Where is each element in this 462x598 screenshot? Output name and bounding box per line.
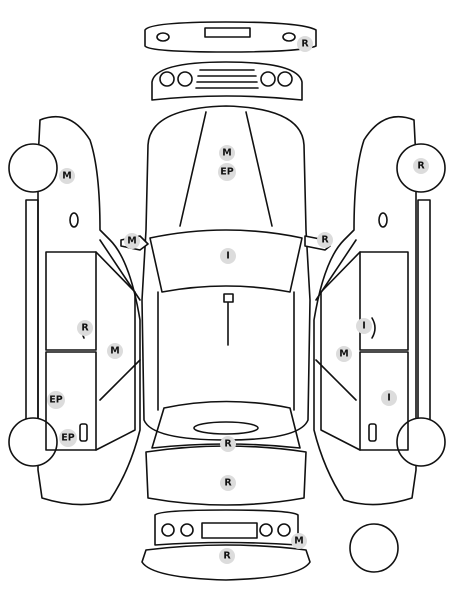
svg-text:M: M	[110, 346, 119, 357]
svg-text:EP: EP	[220, 167, 233, 178]
spare-wheel[interactable]	[349, 523, 399, 573]
marker-right-front-door[interactable]: I	[356, 318, 372, 334]
svg-text:M: M	[127, 236, 136, 247]
rear-bumper-top[interactable]	[144, 21, 317, 53]
marker-right-pillar[interactable]: M	[336, 346, 352, 362]
svg-text:M: M	[222, 148, 231, 159]
marker-left-rear-wheel[interactable]: EP	[59, 429, 77, 447]
rear-light-strip[interactable]	[151, 61, 303, 101]
svg-text:R: R	[81, 323, 89, 334]
marker-front-bumper-bottom[interactable]: R	[219, 548, 235, 564]
marker-windshield[interactable]: I	[220, 248, 236, 264]
svg-text:I: I	[362, 321, 366, 332]
front-grille[interactable]	[154, 509, 299, 546]
marker-right-wheel-front[interactable]: R	[413, 158, 429, 174]
svg-text:M: M	[294, 536, 303, 547]
marker-left-pillar[interactable]: M	[107, 343, 123, 359]
svg-text:R: R	[224, 439, 232, 450]
svg-text:R: R	[301, 39, 309, 50]
marker-right-mirror[interactable]: R	[317, 232, 333, 248]
svg-text:M: M	[339, 349, 348, 360]
svg-text:EP: EP	[61, 433, 74, 444]
marker-left-mirror[interactable]: M	[124, 233, 140, 249]
marker-rear-window[interactable]: R	[220, 436, 236, 452]
svg-text:I: I	[226, 251, 230, 262]
svg-text:EP: EP	[49, 395, 62, 406]
marker-rear-bumper[interactable]: R	[297, 36, 313, 52]
marker-left-wheel-front[interactable]: M	[59, 168, 75, 184]
svg-text:I: I	[387, 393, 391, 404]
marker-hood-bottom[interactable]: EP	[218, 163, 236, 181]
right-side-profile[interactable]	[313, 116, 446, 506]
marker-hood-top[interactable]: M	[219, 145, 235, 161]
svg-text:R: R	[223, 551, 231, 562]
marker-right-rear-door[interactable]: I	[381, 390, 397, 406]
svg-text:R: R	[417, 161, 425, 172]
marker-trunk[interactable]: R	[220, 475, 236, 491]
car-body[interactable]	[141, 105, 311, 449]
marker-left-front-door[interactable]: R	[77, 320, 93, 336]
svg-text:M: M	[62, 171, 71, 182]
svg-text:R: R	[321, 235, 329, 246]
marker-front-bumper-right[interactable]: M	[291, 533, 307, 549]
left-side-profile[interactable]	[8, 116, 141, 506]
marker-left-rear-door[interactable]: EP	[47, 391, 65, 409]
svg-text:R: R	[224, 478, 232, 489]
